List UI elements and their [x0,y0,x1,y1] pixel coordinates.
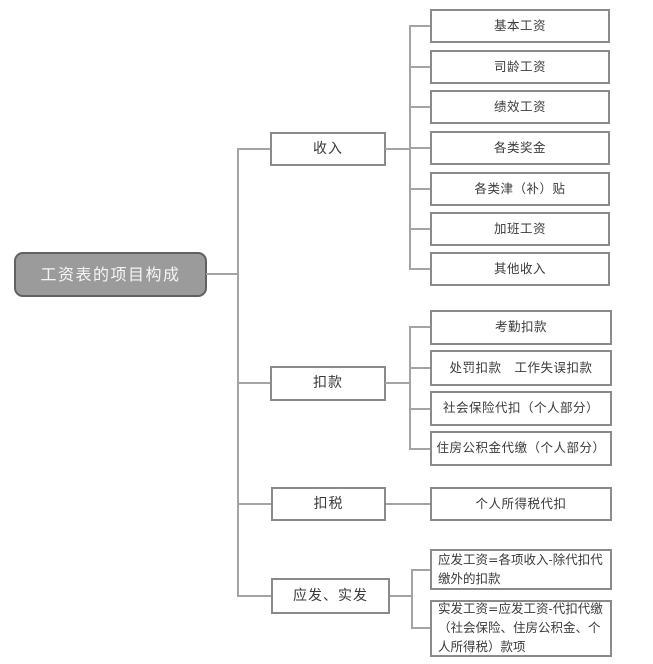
connector-line [409,408,430,410]
connector-line [409,228,430,230]
connector-line [237,503,271,505]
connector-line [409,326,411,450]
leaf-node-performance-salary: 绩效工资 [430,90,610,124]
leaf-node-tenure-salary: 司龄工资 [430,50,610,84]
connector-line [385,382,410,384]
branch-node-gross-net-pay: 应发、实发 [271,578,390,614]
branch-node-income: 收入 [270,132,386,166]
leaf-node-social-insurance-withholding: 社会保险代扣（个人部分） [430,391,612,426]
leaf-node-allowances: 各类津（补）贴 [430,172,610,206]
connector-line [409,25,430,27]
leaf-node-bonuses: 各类奖金 [430,131,610,165]
root-node-salary-table-composition: 工资表的项目构成 [14,252,207,297]
connector-line [409,448,430,450]
leaf-node-attendance-deduction: 考勤扣款 [430,310,612,345]
connector-line [237,382,270,384]
connector-line [409,106,430,108]
connector-line [390,595,412,597]
leaf-node-net-pay-formula: 实发工资=应发工资-代扣代缴（社会保险、住房公积金、个人所得税）款项 [430,600,612,657]
connector-line [237,595,271,597]
connector-line [237,148,270,150]
leaf-node-overtime-pay: 加班工资 [430,212,610,246]
connector-line [411,627,430,629]
branch-node-tax-deduction: 扣税 [271,487,386,521]
connector-line [409,268,430,270]
connector-line [411,569,430,571]
connector-line [409,188,430,190]
connector-line [409,147,430,149]
connector-line [411,569,413,629]
leaf-node-personal-income-tax-withholding: 个人所得税代扣 [430,487,612,521]
leaf-node-basic-salary: 基本工资 [430,9,610,43]
branch-node-deductions: 扣款 [270,366,386,401]
connector-line [409,367,430,369]
connector-line [385,148,410,150]
connector-line [237,148,239,597]
leaf-node-other-income: 其他收入 [430,252,610,286]
leaf-node-gross-pay-formula: 应发工资=各项收入-除代扣代缴外的扣款 [430,549,612,590]
leaf-node-penalty-deduction: 处罚扣款 工作失误扣款 [430,350,612,386]
connector-line [206,273,238,275]
leaf-node-housing-fund-withholding: 住房公积金代缴（个人部分） [430,431,612,466]
connector-line [409,66,430,68]
connector-line [409,326,430,328]
connector-line [386,503,430,505]
